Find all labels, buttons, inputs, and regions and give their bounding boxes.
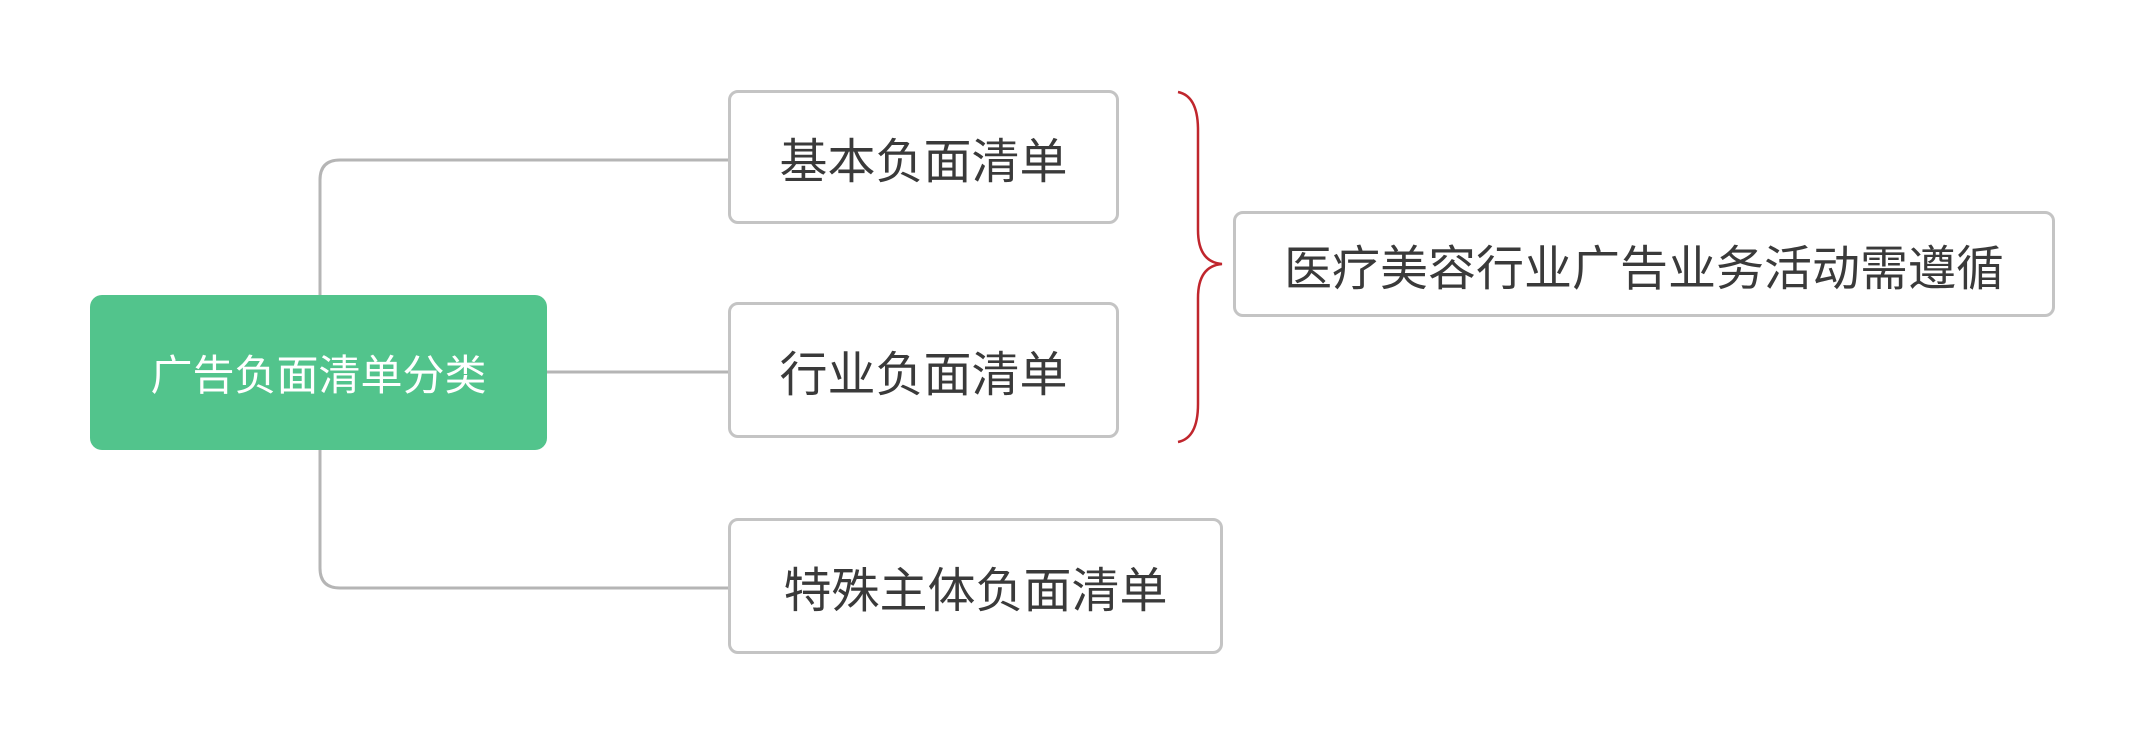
summary-label: 医疗美容行业广告业务活动需遵循 — [1283, 241, 2004, 297]
child-node-special[interactable]: 特殊主体负面清单 — [728, 518, 1223, 654]
child-node-industry[interactable]: 行业负面清单 — [728, 302, 1119, 438]
child-label: 行业负面清单 — [779, 347, 1068, 403]
root-node[interactable]: 广告负面清单分类 — [90, 295, 547, 450]
child-node-basic[interactable]: 基本负面清单 — [728, 90, 1119, 224]
summary-node[interactable]: 医疗美容行业广告业务活动需遵循 — [1233, 211, 2055, 317]
connector-basic — [318, 158, 728, 295]
root-label: 广告负面清单分类 — [150, 351, 487, 400]
child-label: 基本负面清单 — [779, 134, 1068, 190]
child-label: 特殊主体负面清单 — [783, 563, 1168, 619]
connector-special — [318, 450, 728, 590]
summary-brace — [1177, 90, 1223, 444]
